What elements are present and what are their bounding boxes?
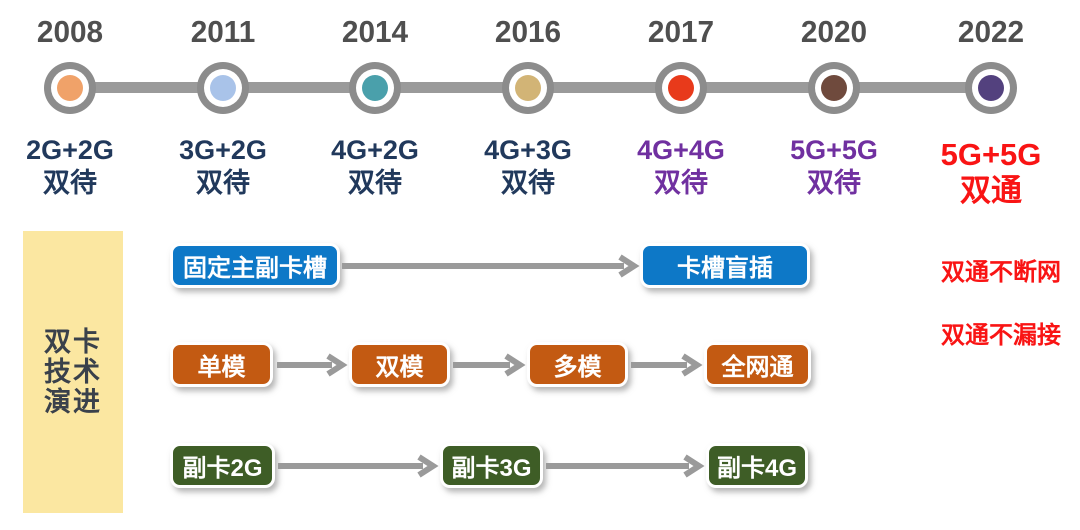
milestone-label-line1: 4G+3G — [484, 135, 572, 165]
milestone-label: 5G+5G 双待 — [754, 134, 914, 200]
milestone-label: 4G+2G 双待 — [295, 134, 455, 200]
milestone-dot — [821, 75, 847, 101]
milestone-label-line2: 双待 — [654, 168, 708, 198]
timeline-milestone-2022: 2022 5G+5G 双通 — [911, 0, 1071, 215]
timeline-milestone-2016: 2016 4G+3G 双待 — [448, 0, 608, 215]
milestone-year: 2008 — [36, 14, 104, 49]
timeline-milestone-2011: 2011 3G+2G 双待 — [143, 0, 303, 215]
milestone-year: 2022 — [957, 14, 1025, 49]
node-ring — [972, 69, 1010, 107]
milestone-dot — [515, 75, 541, 101]
timeline-node-icon — [808, 62, 860, 114]
box-sub-sim-3g: 副卡3G — [440, 443, 543, 488]
node-ring — [662, 69, 700, 107]
sidebar-label-line3: 演进 — [44, 387, 102, 417]
box-single-mode: 单模 — [170, 342, 273, 387]
milestone-label-line2: 双待 — [196, 168, 250, 198]
timeline-node-icon — [349, 62, 401, 114]
milestone-year: 2016 — [494, 14, 562, 49]
milestone-dot — [668, 75, 694, 101]
sidebar-label-line2: 技术 — [44, 357, 102, 387]
timeline-node-icon — [44, 62, 96, 114]
milestone-label-line2: 双待 — [348, 168, 402, 198]
milestone-label-line1: 4G+2G — [331, 135, 419, 165]
milestone-label-line1: 4G+4G — [637, 135, 725, 165]
milestone-dot — [210, 75, 236, 101]
milestone-year: 2014 — [341, 14, 409, 49]
timeline-node-icon — [965, 62, 1017, 114]
milestone-label-line2: 双待 — [43, 168, 97, 198]
arrow-right-icon — [278, 454, 439, 478]
annotation-no-missed-calls: 双通不漏接 — [941, 322, 1061, 349]
milestone-dot — [57, 75, 83, 101]
milestone-label-line1: 5G+5G — [940, 137, 1042, 172]
box-sub-sim-4g: 副卡4G — [706, 443, 808, 488]
timeline-node-icon — [197, 62, 249, 114]
milestone-dot — [978, 75, 1004, 101]
box-dual-mode: 双模 — [349, 342, 450, 387]
box-sub-sim-2g: 副卡2G — [170, 443, 275, 488]
sidebar-label-line1: 双卡 — [44, 327, 102, 357]
timeline-milestone-2008: 2008 2G+2G 双待 — [0, 0, 150, 215]
timeline-node-icon — [502, 62, 554, 114]
arrow-right-icon — [277, 353, 348, 377]
node-ring — [815, 69, 853, 107]
box-all-network: 全网通 — [704, 342, 811, 387]
milestone-label-line1: 2G+2G — [26, 135, 114, 165]
milestone-label: 2G+2G 双待 — [0, 134, 150, 200]
arrow-right-icon — [342, 254, 640, 278]
box-fixed-main-sub-slot: 固定主副卡槽 — [170, 243, 340, 288]
timeline-milestone-2014: 2014 4G+2G 双待 — [295, 0, 455, 215]
milestone-label-line2: 双待 — [807, 168, 861, 198]
node-ring — [356, 69, 394, 107]
milestone-label: 4G+3G 双待 — [448, 134, 608, 200]
annotation-no-network-drop: 双通不断网 — [941, 259, 1061, 286]
milestone-year: 2020 — [800, 14, 868, 49]
arrow-right-icon — [453, 353, 526, 377]
milestone-label-line1: 3G+2G — [179, 135, 267, 165]
milestone-label-line2: 双待 — [501, 168, 555, 198]
milestone-label: 5G+5G 双通 — [911, 137, 1071, 209]
node-ring — [204, 69, 242, 107]
node-ring — [51, 69, 89, 107]
milestone-dot — [362, 75, 388, 101]
arrow-right-icon — [546, 454, 705, 478]
arrow-right-icon — [631, 353, 703, 377]
milestone-label: 4G+4G 双待 — [601, 134, 761, 200]
sidebar-dual-sim-evolution: 双卡 技术 演进 — [23, 231, 123, 513]
milestone-year: 2017 — [647, 14, 715, 49]
timeline-node-icon — [655, 62, 707, 114]
node-ring — [509, 69, 547, 107]
timeline-milestone-2017: 2017 4G+4G 双待 — [601, 0, 761, 215]
box-blind-slot-insert: 卡槽盲插 — [640, 243, 810, 288]
milestone-label-line1: 5G+5G — [790, 135, 878, 165]
timeline-milestone-2020: 2020 5G+5G 双待 — [754, 0, 914, 215]
milestone-label-line2: 双通 — [960, 173, 1022, 208]
milestone-label: 3G+2G 双待 — [143, 134, 303, 200]
milestone-year: 2011 — [190, 14, 256, 49]
box-multi-mode: 多模 — [527, 342, 628, 387]
